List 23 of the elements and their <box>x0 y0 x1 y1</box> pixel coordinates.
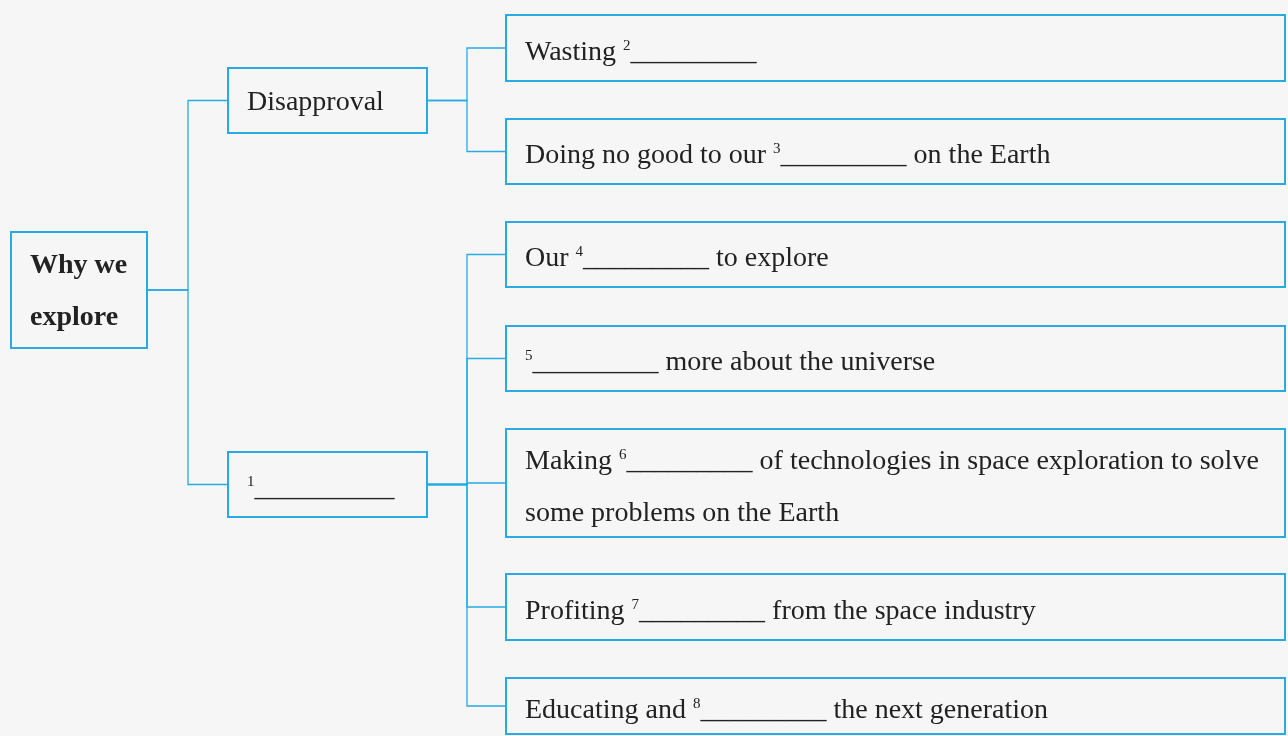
branch-box <box>505 118 1286 185</box>
node-text: Doing no good to our $^{3}$_________ on the Earth <box>525 137 1051 172</box>
branch-box <box>505 573 1286 641</box>
node-text: Disapproval <box>247 83 384 118</box>
topic-box <box>10 231 148 349</box>
branch-box <box>227 67 428 134</box>
node-text: $^{5}$_________ more about the universe <box>525 344 936 379</box>
node-text: Our $^{4}$_________ to explore <box>525 240 829 275</box>
node-text: Wasting $^{2}$_________ <box>525 34 757 69</box>
connector-line <box>427 483 506 707</box>
branch-box <box>505 325 1286 392</box>
branch-box <box>227 451 428 518</box>
node-text: Profiting $^{7}$_________ from the space industry <box>525 593 1036 628</box>
connector-line <box>147 289 228 486</box>
branch-box <box>505 14 1286 82</box>
connector-line <box>427 99 506 153</box>
node-text: Making $^{6}$_________ of technologies in space exploration to solve some problems on the Earth <box>525 443 1260 530</box>
branch-box <box>505 428 1286 538</box>
node-text: $^{1}$__________ <box>247 470 395 505</box>
branch-box <box>505 677 1286 735</box>
branch-box <box>505 221 1286 288</box>
node-text: Why we explore <box>30 247 128 333</box>
node-text: Educating and $^{8}$_________ the next generation <box>525 692 1049 727</box>
